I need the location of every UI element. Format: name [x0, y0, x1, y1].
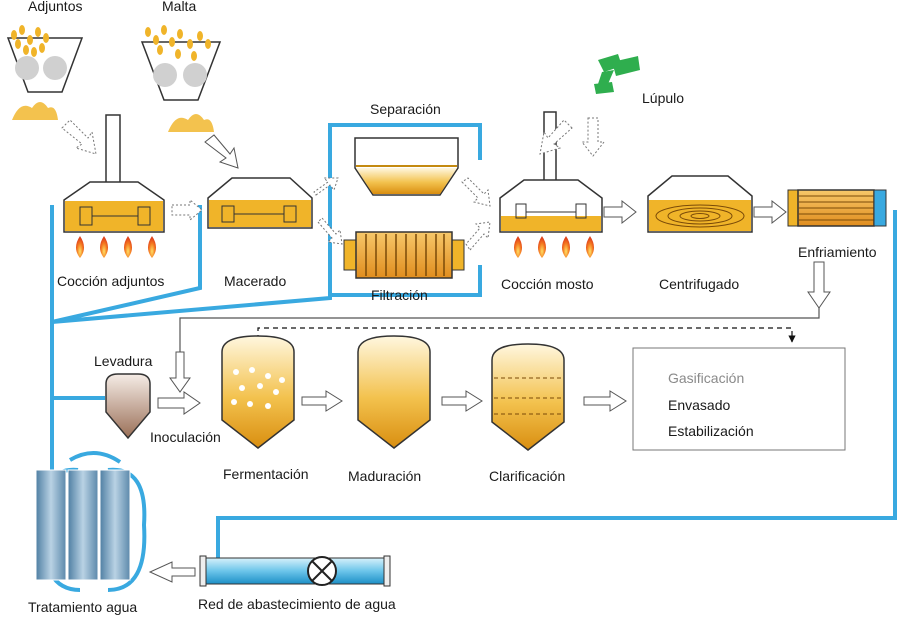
label-adjuntos: Adjuntos — [28, 0, 82, 14]
centrifugado-vessel — [647, 175, 753, 233]
label-inoculacion: Inoculación — [150, 429, 221, 445]
label-coccion-mosto: Cocción mosto — [501, 276, 594, 292]
fermentacion-tank — [221, 335, 295, 449]
hop-icon — [594, 54, 640, 94]
adjuntos-hopper — [6, 25, 84, 120]
separacion-vessel — [354, 137, 459, 196]
return-line — [179, 308, 820, 352]
malta-hopper — [140, 25, 222, 132]
label-estabilizacion: Estabilización — [668, 423, 754, 439]
water-supply-pipe — [199, 555, 391, 587]
final-steps-box — [632, 347, 846, 451]
label-filtracion: Filtración — [371, 287, 428, 303]
label-levadura: Levadura — [94, 353, 153, 369]
label-tratamiento-agua: Tratamiento agua — [28, 599, 137, 615]
flames-adjuntos — [76, 236, 156, 258]
levadura-vessel — [105, 373, 151, 440]
coccion-adjuntos-vessel — [63, 114, 165, 233]
clarificacion-tank — [491, 343, 565, 451]
label-enfriamiento: Enfriamiento — [798, 244, 877, 260]
label-envasado: Envasado — [668, 397, 730, 413]
coccion-mosto-vessel — [499, 111, 603, 233]
label-clarificacion: Clarificación — [489, 468, 565, 484]
label-coccion-adjuntos: Cocción adjuntos — [57, 273, 164, 289]
label-macerado: Macerado — [224, 273, 286, 289]
enfriamiento-unit — [787, 189, 887, 227]
maduracion-tank — [357, 335, 431, 449]
label-maduracion: Maduración — [348, 468, 421, 484]
label-gasificacion: Gasificación — [668, 370, 744, 386]
tratamiento-agua-unit — [35, 451, 147, 592]
water-pipes — [50, 123, 897, 558]
label-fermentacion: Fermentación — [223, 466, 309, 482]
valve-icon — [307, 556, 337, 586]
label-centrifugado: Centrifugado — [659, 276, 739, 292]
flames-mosto — [514, 236, 594, 258]
macerado-vessel — [207, 177, 313, 229]
label-red-agua: Red de abastecimiento de agua — [198, 596, 396, 612]
label-malta: Malta — [162, 0, 196, 14]
label-lupulo: Lúpulo — [642, 90, 684, 106]
dashed-line — [257, 327, 796, 343]
filtracion-vessel — [343, 231, 465, 279]
dotted-arrows — [61, 117, 606, 251]
process-arrows — [148, 134, 831, 583]
label-separacion: Separación — [370, 101, 441, 117]
